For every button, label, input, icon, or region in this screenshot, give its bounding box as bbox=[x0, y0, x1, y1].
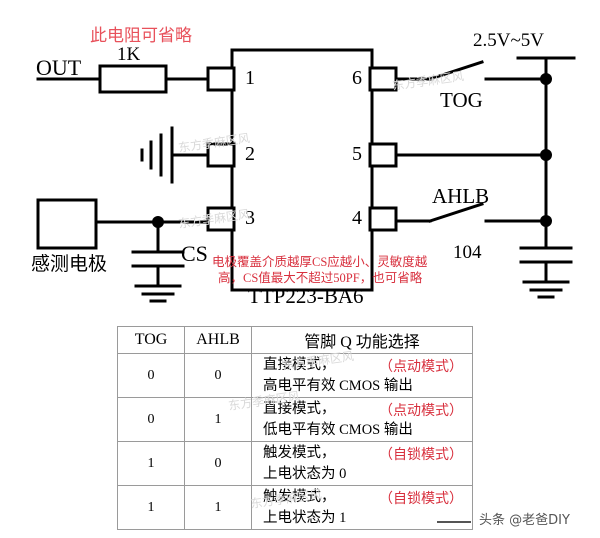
table-row: 1 1 触发模式， 上电状态为 1 （自锁模式） bbox=[117, 485, 473, 530]
cell-ahlb: 0 bbox=[184, 353, 252, 398]
cell-description: 触发模式， 上电状态为 1 （自锁模式） bbox=[251, 485, 473, 530]
schematic-svg bbox=[36, 48, 576, 303]
cap-104-label: 104 bbox=[453, 242, 482, 263]
cell-tog: 0 bbox=[117, 397, 185, 442]
pin-number-1: 1 bbox=[245, 67, 255, 89]
cell-description: 直接模式， 低电平有效 CMOS 输出 （点动模式） bbox=[251, 397, 473, 442]
desc-line-1: 直接模式， bbox=[263, 356, 336, 373]
desc-line-1: 触发模式， bbox=[263, 444, 336, 461]
table-row: 0 1 直接模式， 低电平有效 CMOS 输出 （点动模式） bbox=[117, 397, 473, 442]
cell-ahlb: 1 bbox=[184, 485, 252, 530]
tog-switch-label: TOG bbox=[440, 88, 483, 112]
cell-tog: 0 bbox=[117, 353, 185, 398]
mode-tag: （点动模式） bbox=[379, 360, 463, 375]
resistor-omit-note: 此电阻可省略 bbox=[90, 26, 192, 45]
desc-line-2: 低电平有效 CMOS 输出 bbox=[263, 421, 413, 438]
cell-ahlb: 1 bbox=[184, 397, 252, 442]
out-label: OUT bbox=[36, 55, 82, 80]
mode-tag: （点动模式） bbox=[379, 404, 463, 419]
supply-voltage-label: 2.5V~5V bbox=[473, 30, 544, 51]
mode-tag: （自锁模式） bbox=[379, 492, 463, 507]
table-header-row: TOG AHLB 管脚 Q 功能选择 bbox=[117, 326, 473, 354]
pin-number-4: 4 bbox=[352, 207, 362, 229]
header-tog: TOG bbox=[117, 326, 185, 354]
cs-label: CS bbox=[181, 241, 208, 266]
watermark-rule bbox=[437, 521, 471, 523]
pin-number-6: 6 bbox=[352, 67, 362, 89]
source-watermark: 头条 @老爸DIY bbox=[479, 513, 570, 528]
table-row: 1 0 触发模式， 上电状态为 0 （自锁模式） bbox=[117, 441, 473, 486]
cs-note-line-2: 高，CS值最大不超过50PF，也可省略 bbox=[218, 271, 423, 285]
chip-part-number: TTP223-BA6 bbox=[248, 284, 364, 308]
cell-tog: 1 bbox=[117, 441, 185, 486]
desc-line-1: 触发模式， bbox=[263, 488, 336, 505]
desc-line-2: 上电状态为 1 bbox=[263, 509, 347, 526]
cs-note-line-1: 电极覆盖介质越厚CS应越小、灵敏度越 bbox=[212, 255, 428, 269]
sensor-electrode-label: 感测电极 bbox=[31, 254, 108, 275]
cell-description: 触发模式， 上电状态为 0 （自锁模式） bbox=[251, 441, 473, 486]
desc-line-1: 直接模式， bbox=[263, 400, 336, 417]
cell-description: 直接模式， 高电平有效 CMOS 输出 （点动模式） bbox=[251, 353, 473, 398]
cell-ahlb: 0 bbox=[184, 441, 252, 486]
desc-line-2: 高电平有效 CMOS 输出 bbox=[263, 377, 413, 394]
pin-number-5: 5 bbox=[352, 143, 362, 165]
header-ahlb: AHLB bbox=[184, 326, 252, 354]
header-function: 管脚 Q 功能选择 bbox=[251, 326, 473, 354]
table-row: 0 0 直接模式， 高电平有效 CMOS 输出 （点动模式） bbox=[117, 353, 473, 398]
desc-line-2: 上电状态为 0 bbox=[263, 465, 347, 482]
ahlb-switch-label: AHLB bbox=[432, 184, 490, 208]
mode-tag: （自锁模式） bbox=[379, 448, 463, 463]
pin-number-3: 3 bbox=[245, 207, 255, 229]
cell-tog: 1 bbox=[117, 485, 185, 530]
function-select-table: TOG AHLB 管脚 Q 功能选择 0 0 直接模式， 高电平有效 CMOS … bbox=[117, 326, 473, 530]
pin-number-2: 2 bbox=[245, 143, 255, 165]
resistor-value-label: 1K bbox=[117, 44, 141, 65]
